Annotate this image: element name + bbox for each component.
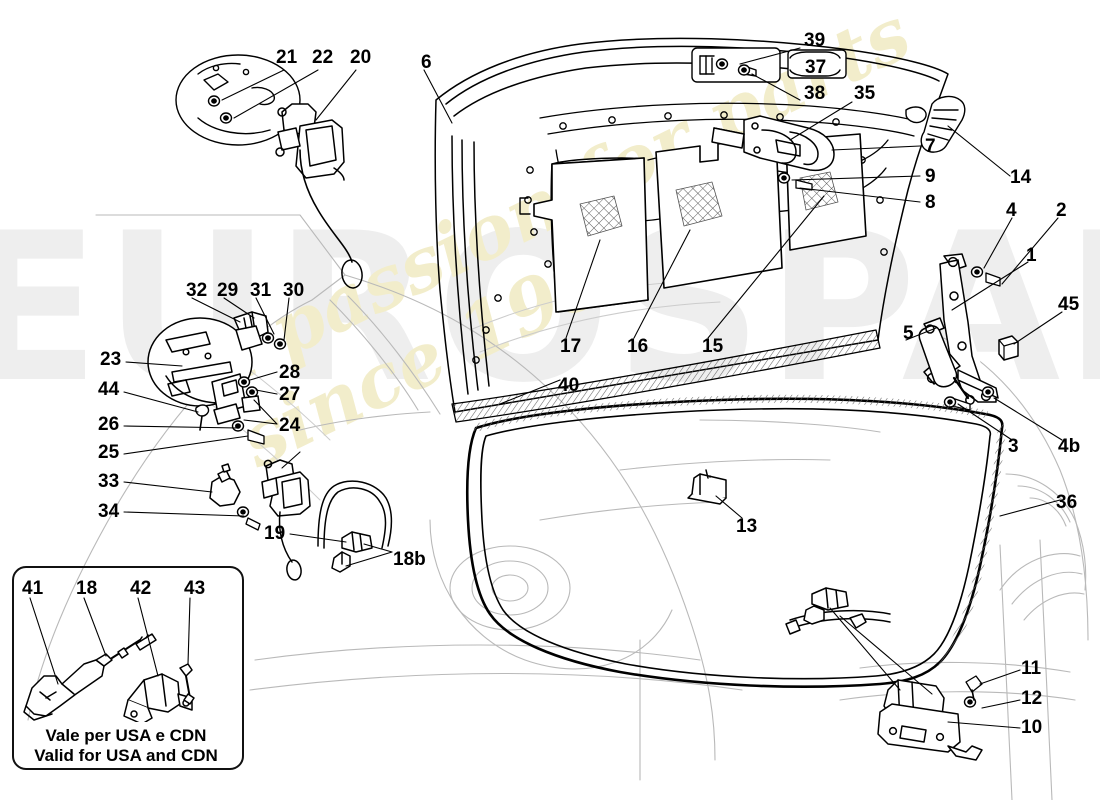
callout-35: 35 bbox=[854, 83, 876, 104]
callout-45: 45 bbox=[1058, 294, 1080, 315]
callout-36: 36 bbox=[1056, 492, 1078, 513]
inset-caption-english: Valid for USA and CDN bbox=[34, 746, 218, 765]
callout-18-main: 18b bbox=[393, 549, 426, 570]
callout-43: 43 bbox=[184, 578, 206, 599]
callout-21: 21 bbox=[276, 47, 298, 68]
callout-42: 42 bbox=[130, 578, 152, 599]
callout-13: 13 bbox=[736, 516, 758, 537]
callout-4-upper: 4 bbox=[1006, 200, 1017, 221]
callout-7: 7 bbox=[925, 136, 936, 157]
inset-caption-mask bbox=[30, 722, 226, 744]
callout-29: 29 bbox=[217, 280, 239, 301]
callout-15: 15 bbox=[702, 336, 724, 357]
callout-23: 23 bbox=[100, 349, 122, 370]
callout-40: 40 bbox=[558, 375, 580, 396]
inset-caption-italian: Vale per USA e CDN bbox=[45, 726, 207, 745]
callout-37: 37 bbox=[805, 57, 827, 78]
callout-41: 41 bbox=[22, 578, 44, 599]
callout-5: 5 bbox=[903, 323, 914, 344]
callout-12: 12 bbox=[1021, 688, 1043, 709]
callout-34: 34 bbox=[98, 501, 120, 522]
callout-31: 31 bbox=[250, 280, 272, 301]
callout-26: 26 bbox=[98, 414, 120, 435]
callout-32: 32 bbox=[186, 280, 208, 301]
callout-4-lower: 4b bbox=[1058, 436, 1081, 457]
callout-19: 19 bbox=[264, 523, 286, 544]
callout-8: 8 bbox=[925, 192, 936, 213]
callout-25: 25 bbox=[98, 442, 120, 463]
callout-24: 24 bbox=[279, 415, 301, 436]
callout-2: 2 bbox=[1056, 200, 1067, 221]
callout-22: 22 bbox=[312, 47, 334, 68]
callout-28: 28 bbox=[279, 362, 301, 383]
callout-18-inset: 18 bbox=[76, 578, 98, 599]
callout-20: 20 bbox=[350, 47, 372, 68]
callout-11: 11 bbox=[1021, 658, 1042, 679]
callout-33: 33 bbox=[98, 471, 120, 492]
callout-1: 1 bbox=[1026, 245, 1037, 266]
callout-16: 16 bbox=[627, 336, 649, 357]
callout-14: 14 bbox=[1010, 167, 1032, 188]
usa-cdn-inset-box bbox=[12, 566, 244, 770]
callout-44: 44 bbox=[98, 379, 120, 400]
callout-17: 17 bbox=[560, 336, 582, 357]
callout-6: 6 bbox=[421, 52, 432, 73]
callout-27: 27 bbox=[279, 384, 301, 405]
callout-39: 39 bbox=[804, 30, 826, 51]
callout-38: 38 bbox=[804, 83, 826, 104]
callout-3: 3 bbox=[1008, 436, 1019, 457]
callout-30: 30 bbox=[283, 280, 305, 301]
callout-10: 10 bbox=[1021, 717, 1043, 738]
callout-9: 9 bbox=[925, 166, 936, 187]
